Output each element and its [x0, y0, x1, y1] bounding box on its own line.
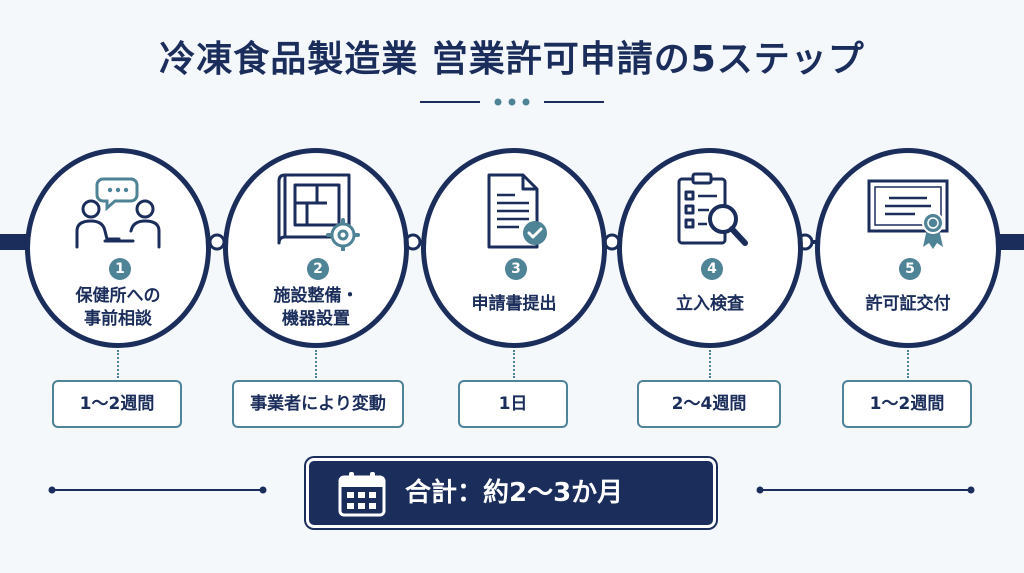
step-5-connector — [907, 350, 909, 378]
step-1: 1 保健所への 事前相談 — [25, 148, 211, 348]
step-label: 許可証交付 — [865, 294, 951, 314]
page-title: 冷凍食品製造業 営業許可申請の5ステップ — [159, 39, 865, 80]
duration-step-2: 事業者により変動 — [232, 380, 404, 428]
step-2-connector — [315, 350, 317, 378]
step-number-badge: 4 — [701, 258, 723, 280]
step-label: 立入検査 — [676, 294, 744, 314]
certificate-icon — [867, 179, 949, 249]
calendar-icon — [338, 472, 386, 517]
step-label: 保健所への 事前相談 — [75, 286, 161, 329]
step-3-connector — [513, 350, 515, 378]
step-label: 施設整備・ 機器設置 — [273, 286, 359, 329]
duration-step-4: 2～4週間 — [637, 380, 781, 428]
step-1-connector — [117, 350, 119, 378]
step-number-badge: 5 — [899, 258, 921, 280]
consultation-icon — [75, 177, 161, 249]
step-number-badge: 1 — [109, 258, 131, 280]
step-label: 申請書提出 — [471, 294, 557, 314]
step-2: 2 施設整備・ 機器設置 — [223, 148, 409, 348]
duration-step-5: 1～2週間 — [842, 380, 972, 428]
duration-step-3: 1日 — [458, 380, 568, 428]
step-4-connector — [709, 350, 711, 378]
step-4: 4 立入検査 — [617, 148, 803, 348]
title-divider — [420, 98, 604, 106]
document-check-icon — [487, 173, 547, 249]
blueprint-gear-icon — [277, 173, 360, 251]
step-5: 5 許可証交付 — [815, 148, 1001, 348]
duration-step-1: 1～2週間 — [52, 380, 182, 428]
step-3: 3 申請書提出 — [421, 148, 607, 348]
total-left-line — [48, 486, 267, 494]
total-duration-text: 合計：約2～3か月 — [405, 478, 624, 508]
step-number-badge: 3 — [505, 258, 527, 280]
total-duration-box: 合計：約2～3か月 — [306, 458, 716, 528]
checklist-magnifier-icon — [677, 172, 748, 246]
step-number-badge: 2 — [307, 258, 329, 280]
total-right-line — [756, 486, 975, 494]
